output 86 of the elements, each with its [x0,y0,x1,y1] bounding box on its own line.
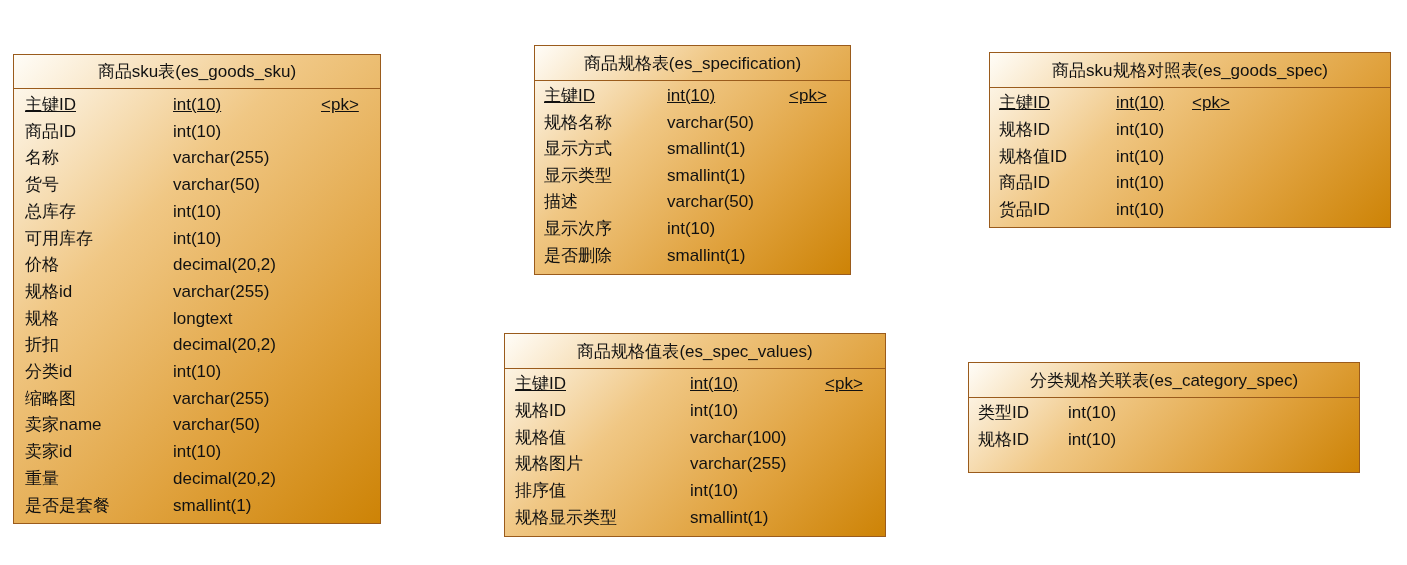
column-name: 主键ID [25,95,76,115]
column-name: 规格id [25,281,73,302]
table-title: 分类规格关联表(es_category_spec) [969,363,1359,398]
column-type: varchar(50) [173,175,260,196]
column-name: 分类id [25,362,73,382]
column-type: varchar(100) [690,427,787,448]
table-title: 商品规格表(es_specification) [535,46,850,81]
column-type: int(10) [1068,430,1117,450]
column-type: int(10) [173,201,222,222]
column-type: int(10) [1116,119,1165,140]
column-type: smallint(1) [667,165,746,186]
column-type: int(10) [667,86,716,106]
column-name: 规格 [25,308,59,329]
entity-table [13,54,381,524]
column-name: 折扣 [25,335,59,356]
column-type: varchar(50) [173,415,260,436]
column-name: 描述 [544,192,578,213]
column-type: varchar(255) [173,148,270,169]
column-type: smallint(1) [690,508,769,528]
key-marker: <pk> [789,86,827,106]
column-name: 主键ID [999,93,1050,113]
column-name: 卖家id [25,442,73,463]
column-type: decimal(20,2) [173,468,276,489]
table-title: 商品规格值表(es_spec_values) [505,334,885,369]
column-type: smallint(1) [667,139,746,160]
column-name: 规格图片 [515,454,583,475]
column-name: 商品ID [999,173,1050,194]
key-marker: <pk> [825,374,863,394]
column-type: int(10) [1116,146,1165,167]
column-type: int(10) [690,374,739,394]
entity-table [968,362,1360,473]
entity-table [504,333,886,537]
column-name: 显示方式 [544,139,612,160]
column-type: varchar(255) [173,281,270,302]
column-name: 类型ID [978,403,1029,423]
column-type: int(10) [1068,403,1117,423]
column-name: 规格值 [515,427,566,448]
column-type: int(10) [667,219,716,239]
column-type: varchar(255) [690,454,787,475]
column-type: int(10) [173,121,222,142]
column-type: smallint(1) [173,495,252,516]
key-marker: <pk> [321,95,359,115]
column-type: int(10) [1116,93,1165,113]
column-name: 重量 [25,468,59,489]
column-name: 价格 [25,255,59,276]
column-name: 卖家name [25,415,102,436]
key-marker: <pk> [1192,93,1230,113]
column-type: int(10) [690,400,739,421]
column-name: 规格ID [999,119,1050,140]
column-name: 名称 [25,148,59,169]
table-title: 商品sku表(es_goods_sku) [14,55,380,89]
column-name: 货品ID [999,200,1050,221]
column-type: decimal(20,2) [173,335,276,356]
column-name: 规格ID [978,430,1029,450]
column-name: 货号 [25,175,59,196]
column-name: 显示次序 [544,219,612,239]
column-name: 可用库存 [25,228,93,249]
column-name: 主键ID [515,374,566,394]
column-name: 总库存 [25,201,76,222]
column-name: 规格ID [515,400,566,421]
column-type: varchar(50) [667,192,754,213]
column-type: int(10) [173,95,222,115]
column-type: longtext [173,308,233,329]
column-name: 规格显示类型 [515,508,617,528]
column-name: 显示类型 [544,165,612,186]
table-title: 商品sku规格对照表(es_goods_spec) [990,53,1390,88]
column-name: 是否删除 [544,245,612,266]
column-type: varchar(255) [173,388,270,409]
column-type: int(10) [690,481,739,502]
column-type: decimal(20,2) [173,255,276,276]
column-name: 是否是套餐 [25,495,110,516]
column-type: int(10) [1116,200,1165,221]
column-type: int(10) [173,228,222,249]
column-name: 主键ID [544,86,595,106]
entity-table [989,52,1391,228]
column-type: int(10) [173,442,222,463]
column-type: int(10) [1116,173,1165,194]
column-name: 缩略图 [25,388,76,409]
column-name: 规格名称 [544,112,612,133]
column-name: 排序值 [515,481,566,502]
column-type: int(10) [173,362,222,382]
column-type: smallint(1) [667,245,746,266]
entity-table [534,45,851,275]
column-type: varchar(50) [667,112,754,133]
column-name: 商品ID [25,121,76,142]
column-name: 规格值ID [999,146,1067,167]
